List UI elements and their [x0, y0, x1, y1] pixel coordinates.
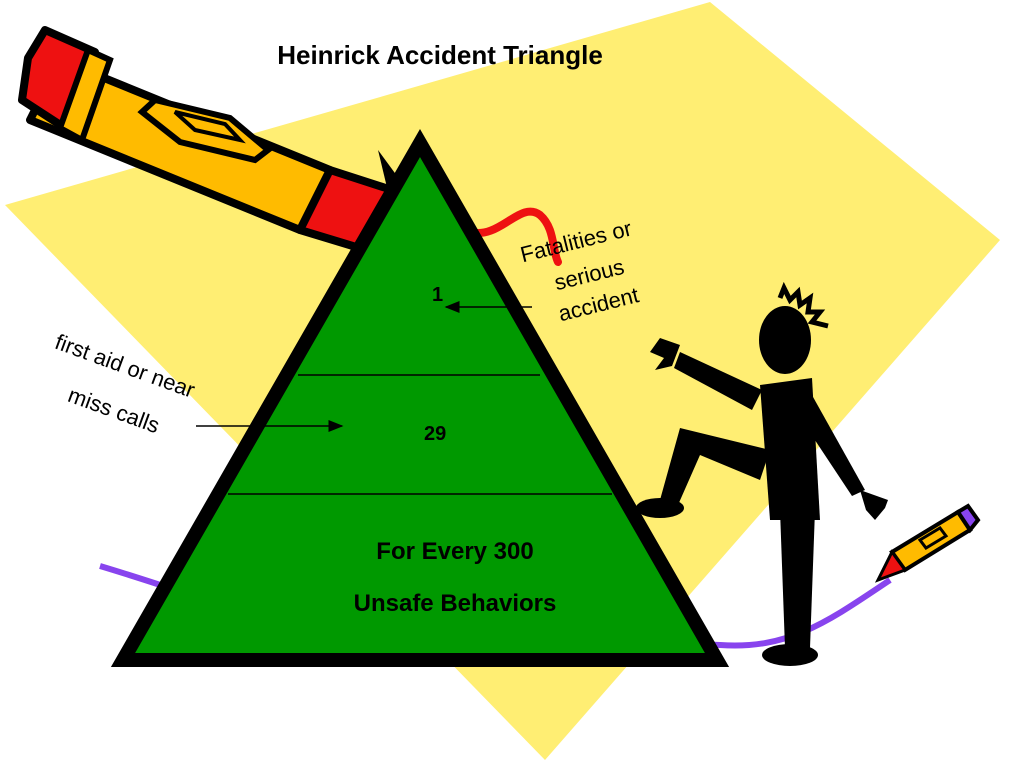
- page-title: Heinrick Accident Triangle: [277, 40, 603, 70]
- tier-middle-number: 29: [424, 423, 447, 445]
- tier-base-line-1: For Every 300: [376, 538, 534, 565]
- tier-base-line-2: Unsafe Behaviors: [353, 590, 557, 617]
- pencil-icon: [18, 26, 400, 254]
- accident-triangle: [110, 128, 730, 667]
- tier-top-number: 1: [432, 284, 444, 306]
- small-pencil-icon: [874, 503, 981, 583]
- red-squiggle: [466, 207, 562, 266]
- stick-figure-icon: [636, 281, 888, 666]
